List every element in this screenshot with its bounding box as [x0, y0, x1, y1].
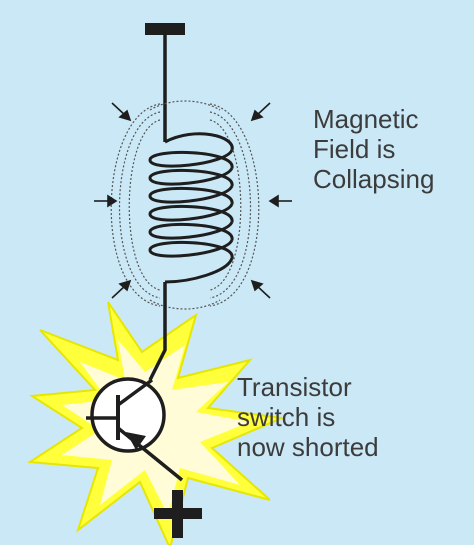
field-label-line: Collapsing: [313, 164, 435, 194]
switch-label-line: Transistor: [237, 372, 352, 402]
field-label-line: Magnetic: [313, 104, 419, 134]
negative-terminal-minus-icon: [145, 23, 185, 35]
inductor-coil: [148, 132, 234, 284]
magnetic-field-label: Magnetic Field is Collapsing: [313, 104, 434, 194]
transistor-symbol: [86, 377, 184, 482]
switch-label-line: switch is: [237, 402, 336, 432]
switch-label-line: now shorted: [237, 432, 379, 462]
field-arrows: [94, 102, 292, 299]
magnetic-field-lines: [110, 100, 260, 310]
field-label-line: Field is: [313, 134, 396, 164]
positive-terminal-plus-icon: [154, 490, 202, 538]
bottom-wire: [148, 282, 167, 381]
transistor-switch-label: Transistor switch is now shorted: [237, 372, 379, 462]
